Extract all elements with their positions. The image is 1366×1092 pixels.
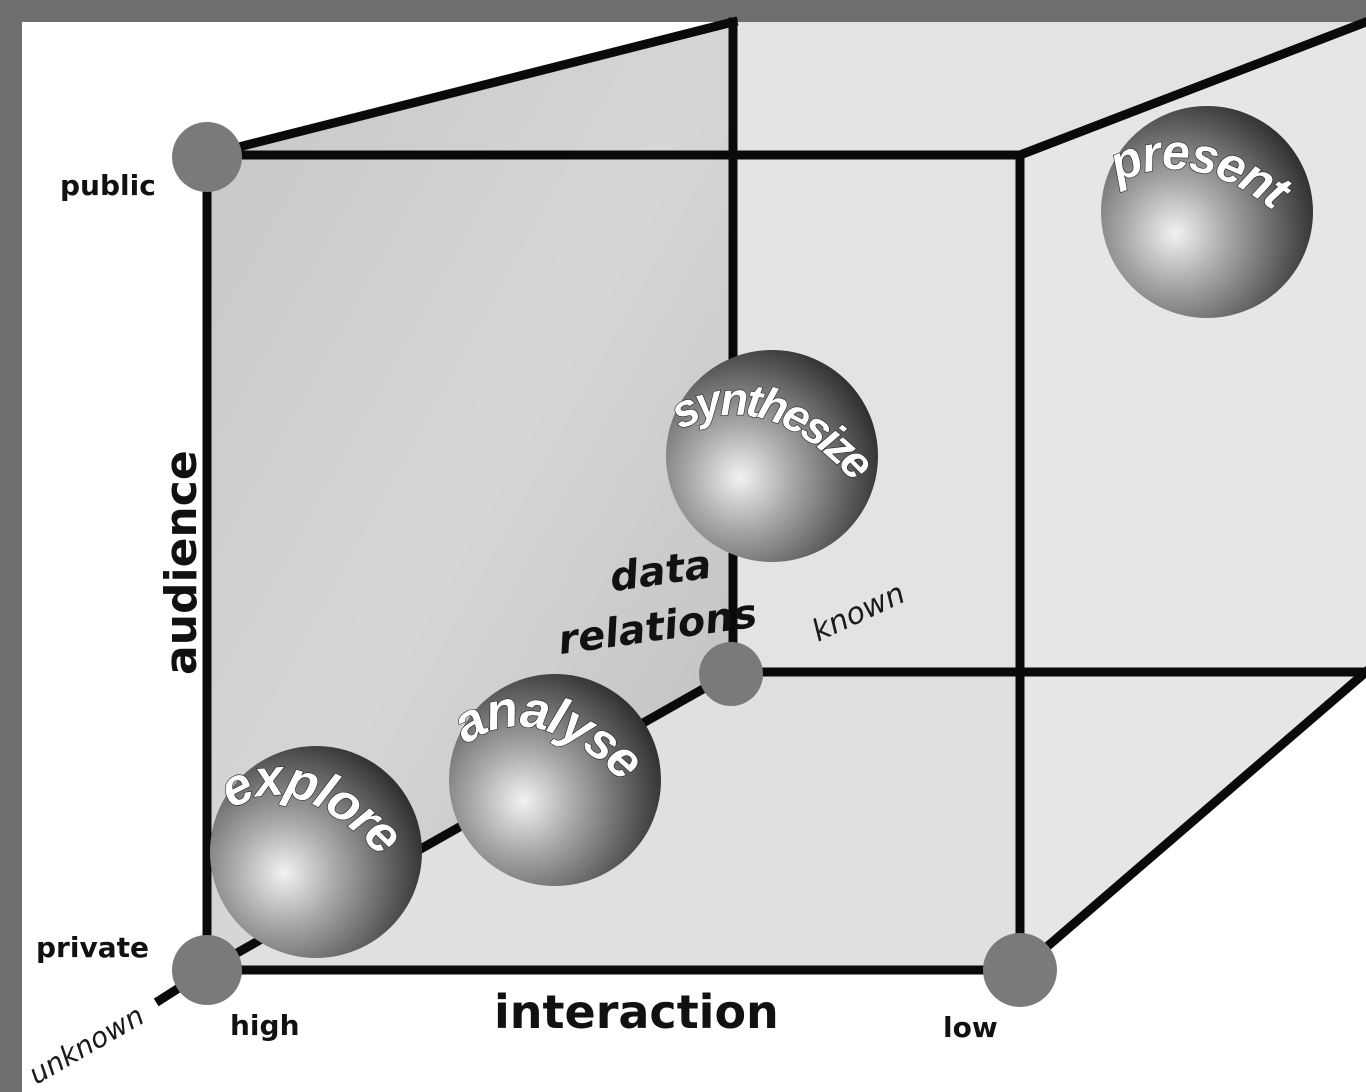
label-private: private (36, 931, 149, 964)
sphere-explore: explore (210, 746, 422, 958)
label-low: low (943, 1011, 998, 1044)
node-public (172, 122, 242, 192)
label-public: public (60, 169, 156, 202)
label-unknown: unknown (23, 999, 150, 1091)
node-known (699, 642, 763, 706)
axis-title-interaction: interaction (494, 985, 779, 1039)
frame-left-border (0, 0, 22, 1092)
node-low (983, 933, 1057, 1007)
label-high: high (230, 1009, 300, 1042)
sphere-synthesize: synthesize (662, 350, 889, 562)
frame-top-border (0, 0, 1366, 22)
axis-title-audience: audience (156, 450, 207, 675)
sphere-present: present (1099, 106, 1313, 318)
node-private-high (172, 935, 242, 1005)
cube-edges (153, 16, 1366, 1007)
